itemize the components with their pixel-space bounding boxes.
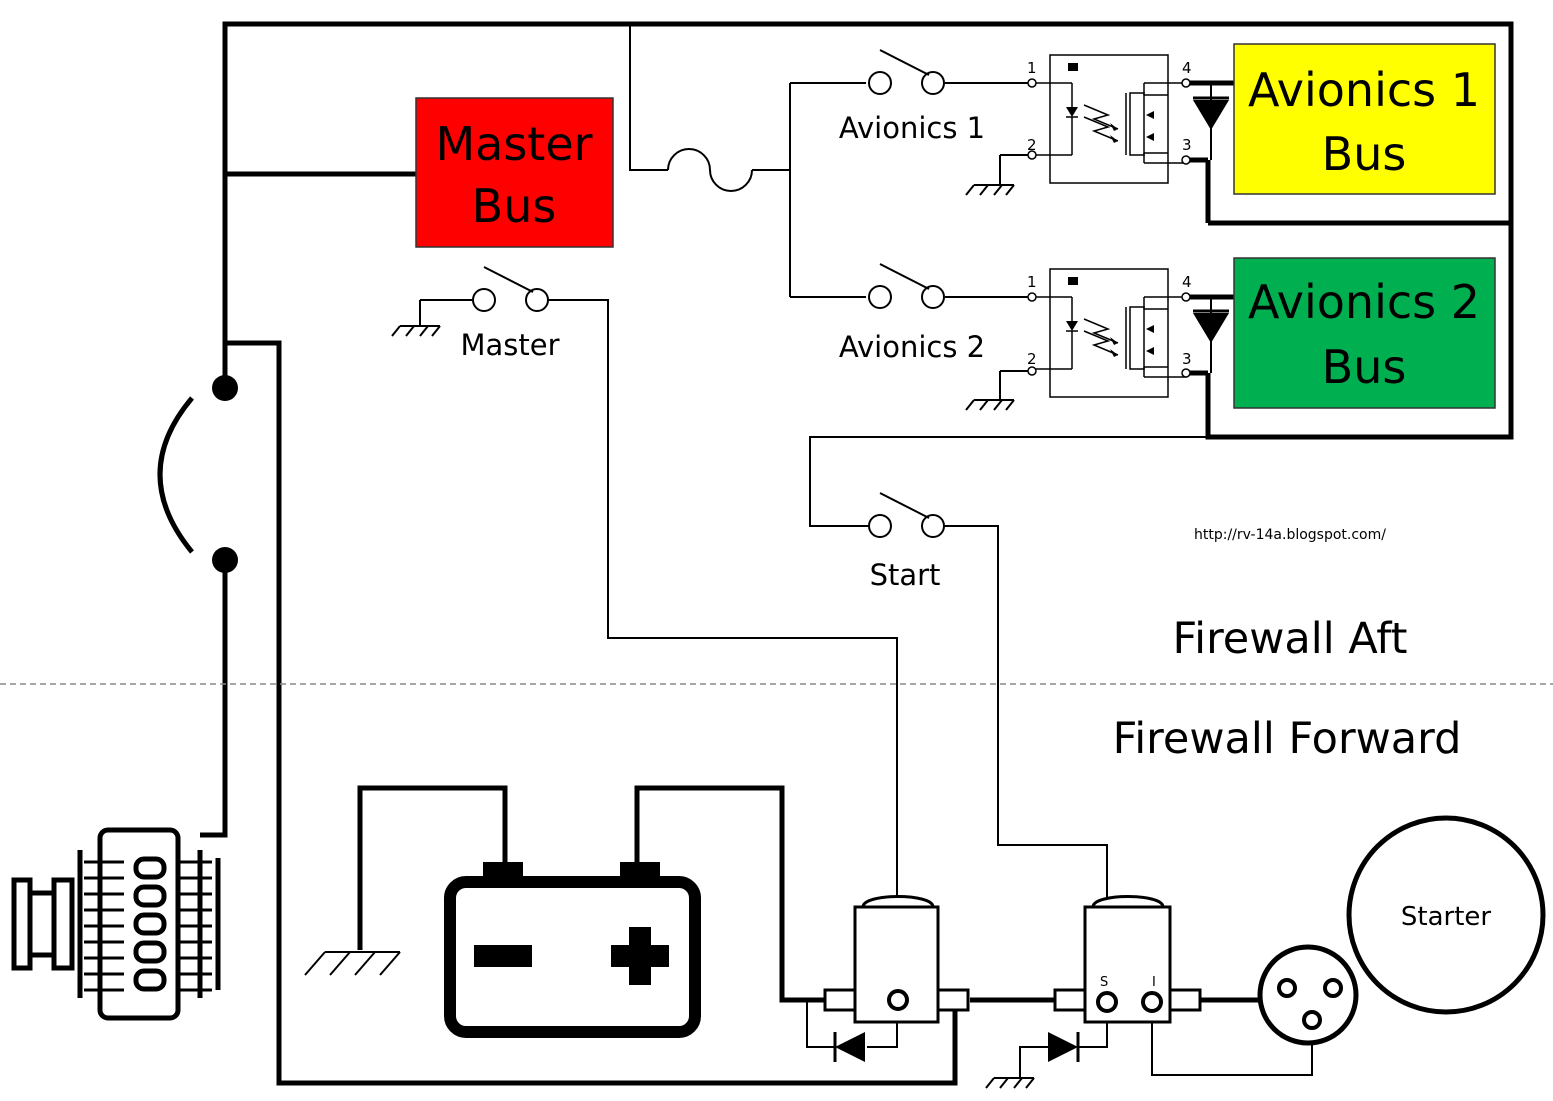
ground-icon [304,951,401,976]
firewall-aft-label: Firewall Aft [1173,614,1408,664]
relay-pins [1027,78,1191,378]
pin-1-label: 1 [1027,273,1037,291]
solenoid-i-terminal: I [1152,975,1156,990]
avionics-1-switch-label: Avionics 1 [839,111,985,145]
battery-icon [444,862,701,1038]
starter-motor: Starter [1346,815,1546,1015]
alternator-icon [11,827,221,1021]
contactor-icon [823,895,970,1024]
relay-pin-labels: 1 2 4 3 1 2 4 3 [1027,59,1192,368]
master-bus: Master Bus [415,97,614,248]
firewall-forward-label: Firewall Forward [1113,714,1462,764]
relay-output-wiring [1190,157,1208,376]
fuse-icon [667,148,753,192]
avionics-2-bus-label-2: Bus [1322,340,1407,394]
avionics-2-bus: Avionics 2 Bus [1233,257,1496,409]
main-power-wiring [200,21,1514,1086]
solenoid-s-terminal: S [1100,975,1108,990]
avionics-1-bus-label-1: Avionics 1 [1248,63,1480,117]
pin-2-label: 2 [1027,350,1037,368]
avionics-1-bus: Avionics 1 Bus [1233,43,1496,195]
solid-state-relay-icon [1031,268,1187,398]
diode-icon [1048,1032,1080,1062]
diode-icon [1193,83,1229,160]
pin-1-label: 1 [1027,59,1037,77]
starter-connector [1257,944,1359,1046]
control-wiring [419,26,1313,1078]
solid-state-relay-icon [1031,54,1187,184]
ground-icon [391,325,441,337]
pin-3-label: 3 [1182,136,1192,154]
diode-icon [1193,297,1229,373]
pin-4-label: 4 [1182,59,1192,77]
ground-icon [965,399,1015,411]
master-switch: Master [460,266,560,362]
master-bus-label-2: Bus [472,179,557,233]
pin-2-label: 2 [1027,136,1037,154]
master-bus-label-1: Master [435,117,592,171]
ground-icon [965,184,1015,196]
contactor-icon [1053,895,1202,1024]
ground-icon [985,1077,1035,1089]
diode-icon [833,1032,865,1062]
avionics-2-switch-label: Avionics 2 [839,330,985,364]
starter-label: Starter [1401,902,1492,932]
start-switch: Start [868,492,945,592]
circuit-breaker-icon [157,375,238,573]
source-url: http://rv-14a.blogspot.com/ [1194,527,1386,543]
master-switch-label: Master [460,328,559,362]
avionics-1-switch: Avionics 1 [839,49,985,145]
start-switch-label: Start [870,558,941,592]
avionics-2-bus-label-1: Avionics 2 [1248,275,1480,329]
pin-3-label: 3 [1182,350,1192,368]
avionics-1-bus-label-2: Bus [1322,127,1407,181]
avionics-2-switch: Avionics 2 [839,263,985,364]
pin-4-label: 4 [1182,273,1192,291]
